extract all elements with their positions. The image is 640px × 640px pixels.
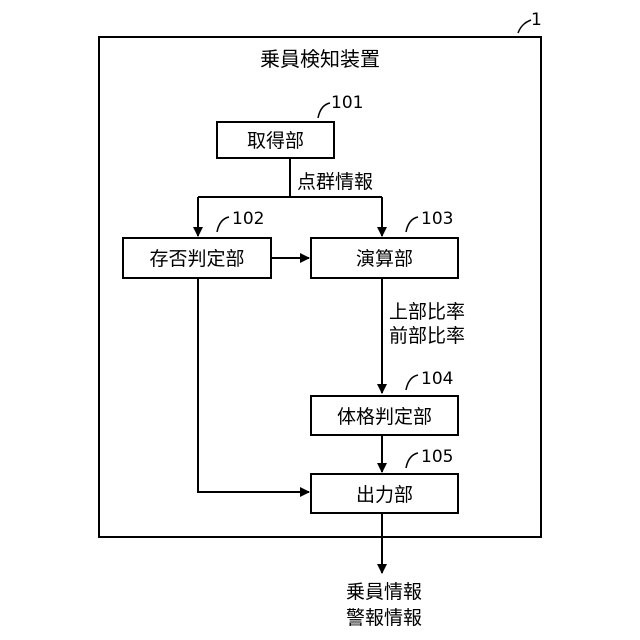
device-ref: 1 [531, 10, 542, 30]
front-ratio-label: 前部比率 [389, 325, 465, 347]
acquisition-ref: 101 [331, 93, 363, 113]
acquisition-label: 取得部 [247, 130, 304, 152]
occupant-info-label: 乗員情報 [346, 581, 422, 603]
upper-ratio-label: 上部比率 [389, 301, 465, 323]
physique-ref: 104 [421, 369, 453, 389]
presence-label: 存否判定部 [149, 248, 244, 270]
output-ref: 105 [421, 447, 453, 467]
presence-ref: 102 [232, 209, 264, 229]
physique-label: 体格判定部 [337, 406, 432, 428]
alarm-info-label: 警報情報 [346, 607, 422, 629]
device-ref-leader [518, 20, 531, 33]
calculation-label: 演算部 [356, 248, 413, 270]
device-title: 乗員検知装置 [260, 47, 380, 71]
output-label: 出力部 [356, 484, 413, 506]
calculation-ref: 103 [421, 209, 453, 229]
point-cloud-label: 点群情報 [297, 171, 373, 193]
